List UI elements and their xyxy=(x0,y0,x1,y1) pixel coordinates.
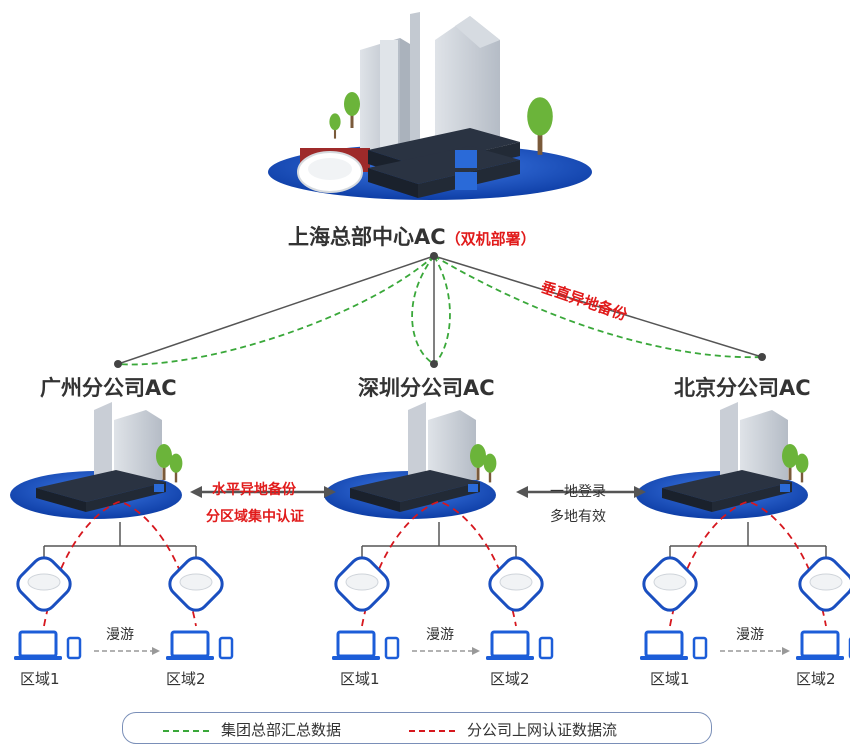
phone-icon xyxy=(384,636,400,660)
laptop-icon xyxy=(638,630,690,662)
legend: 集团总部汇总数据 分公司上网认证数据流 xyxy=(122,712,712,744)
green-dashed-link xyxy=(117,255,435,366)
branch-building xyxy=(94,402,112,480)
access-point-icon xyxy=(297,151,363,193)
zone-group-guangzhou xyxy=(11,501,234,662)
hq-building xyxy=(410,12,420,150)
roaming-arrowhead xyxy=(152,647,160,655)
red-dashed-auth-flow xyxy=(43,501,197,627)
branch-title-beijing: 北京分公司AC xyxy=(674,376,811,400)
legend-red-swatch xyxy=(409,729,455,732)
hq-title-subtitle: （双机部署） xyxy=(445,230,536,248)
branch-node xyxy=(430,360,438,368)
hub-node xyxy=(430,252,438,260)
tree-icon xyxy=(527,97,553,155)
red-dashed-auth-flow xyxy=(669,501,827,627)
access-point-icon xyxy=(11,551,77,617)
legend-item-green: 集团总部汇总数据 xyxy=(163,719,341,740)
roaming-label: 漫游 xyxy=(426,627,454,643)
phone-icon xyxy=(692,636,708,660)
hq-ac-device-icon xyxy=(368,128,520,198)
tree-icon xyxy=(344,92,360,128)
branch-building xyxy=(408,402,426,480)
phone-icon xyxy=(538,636,554,660)
zone-label-2: 区域2 xyxy=(166,670,206,688)
zone-auth-label: 分区域集中认证 xyxy=(206,509,304,525)
phone-icon xyxy=(66,636,82,660)
branch-campus-shenzhen xyxy=(324,402,497,519)
zone-group-shenzhen xyxy=(329,501,554,662)
tree-icon xyxy=(795,453,809,483)
hq-campus xyxy=(268,12,592,200)
green-dashed-link xyxy=(411,255,435,365)
roaming-arrowhead xyxy=(782,647,790,655)
multi-valid-label: 多地有效 xyxy=(550,509,606,525)
roaming-label: 漫游 xyxy=(106,627,134,643)
zone-label-2: 区域2 xyxy=(796,670,836,688)
laptop-icon xyxy=(12,630,64,662)
access-point-icon xyxy=(329,551,395,617)
zone-label-2: 区域2 xyxy=(490,670,530,688)
phone-icon xyxy=(218,636,234,660)
branch-title-shenzhen: 深圳分公司AC xyxy=(358,376,495,400)
access-point-icon xyxy=(483,551,549,617)
hq-title-main: 上海总部中心AC xyxy=(288,225,446,249)
hq-building xyxy=(380,40,398,150)
hq-title: 上海总部中心AC（双机部署） xyxy=(288,221,536,251)
backbone-links xyxy=(114,252,766,368)
legend-item-red: 分公司上网认证数据流 xyxy=(409,719,617,740)
laptop-icon xyxy=(164,630,216,662)
access-point-icon xyxy=(163,551,229,617)
red-dashed-auth-flow xyxy=(361,501,517,627)
branch-campus-beijing xyxy=(636,402,809,519)
green-dashed-link xyxy=(433,255,763,359)
zone-label-1: 区域1 xyxy=(340,670,380,688)
hq-building xyxy=(435,16,500,150)
branch-node xyxy=(758,353,766,361)
branch-title-guangzhou: 广州分公司AC xyxy=(40,376,177,400)
branch-building xyxy=(720,402,738,480)
access-point-icon xyxy=(637,551,703,617)
branch-node xyxy=(114,360,122,368)
zones xyxy=(11,501,850,662)
laptop-icon xyxy=(484,630,536,662)
horizontal-arrows xyxy=(190,486,646,498)
zone-label-1: 区域1 xyxy=(650,670,690,688)
tree-icon xyxy=(483,453,497,483)
branch-building xyxy=(114,410,162,480)
zone-label-1: 区域1 xyxy=(20,670,60,688)
roaming-arrowhead xyxy=(472,647,480,655)
single-login-label: 一地登录 xyxy=(550,484,606,500)
branch-campuses xyxy=(10,402,809,519)
tree-icon xyxy=(169,453,183,483)
green-dashed-link xyxy=(433,255,451,365)
horizontal-backup-label: 水平异地备份 xyxy=(212,482,296,498)
legend-green-label: 集团总部汇总数据 xyxy=(221,721,342,739)
zone-group-beijing xyxy=(637,501,850,662)
branch-building xyxy=(740,410,788,480)
branch-campus-guangzhou xyxy=(10,402,183,519)
legend-red-label: 分公司上网认证数据流 xyxy=(467,721,618,739)
laptop-icon xyxy=(330,630,382,662)
access-point-icon xyxy=(793,551,850,617)
legend-green-swatch xyxy=(163,729,209,732)
laptop-icon xyxy=(794,630,846,662)
tree-icon xyxy=(329,113,341,139)
branch-building xyxy=(428,410,476,480)
roaming-label: 漫游 xyxy=(736,627,764,643)
